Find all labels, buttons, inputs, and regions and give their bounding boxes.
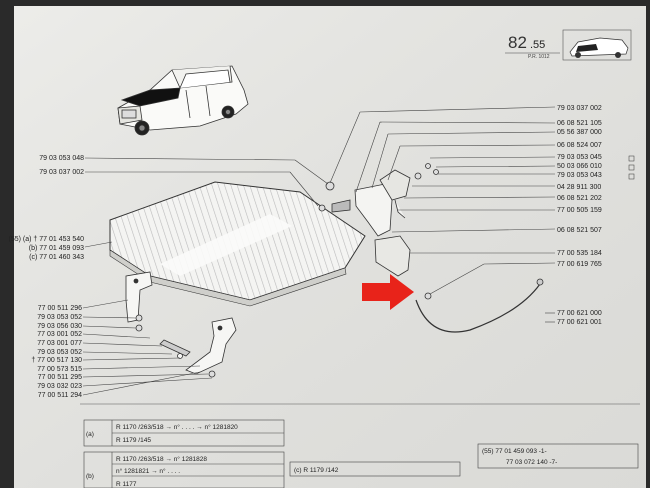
left-part-numbers: 79 03 053 048 79 03 037 002 (55) (a) † 7… [9,155,85,399]
part-number: 79 03 053 052 [37,349,82,356]
car-illustration [117,65,249,136]
page-number: 82 [508,33,527,52]
part-number: 77 00 511 294 [38,392,82,399]
part-number: 77 00 511 295 [38,374,82,381]
page-sub: .55 [530,39,545,51]
part-number: 79 03 056 030 [37,323,82,330]
part-number: 79 03 032 023 [37,383,82,390]
part-number: 77 00 505 159 [557,207,602,214]
highlight-arrow-icon [362,274,414,310]
part-number: 06 08 521 202 [557,195,602,202]
table-cell: R 1179 /145 [116,437,151,444]
part-number: 06 08 521 507 [557,227,602,234]
part-number: 77 00 573 515 [37,366,82,373]
variant-table: (a) R 1170 /263/518 → n° . . . . → n° 12… [80,403,640,488]
part-number: 77 03 001 077 [37,340,82,347]
part-number: 79 03 037 002 [39,169,84,176]
part-number: 77 00 535 184 [557,250,602,257]
part-number: 77 00 511 296 [38,305,82,312]
part-number: † 77 00 517 130 [31,357,82,364]
page-ref: P.R. 1012 [528,54,550,60]
table-cell: (55) 77 01 459 093 -1- [482,448,547,455]
table-cell: (c) R 1179 /142 [294,467,339,474]
table-cell: R 1177 [116,481,137,488]
part-number: 77 00 621 001 [557,319,602,326]
table-cell: 77 03 072 140 -7- [506,459,557,466]
part-number: 06 08 521 105 [557,120,602,127]
part-number: (b) 77 01 459 093 [29,245,84,252]
part-number: 79 03 037 002 [557,105,602,112]
part-number: 79 03 053 048 [39,155,84,162]
leader-lines [82,106,556,396]
part-number: 79 03 053 052 [37,314,82,321]
part-number: 05 56 387 000 [557,129,602,136]
part-number: 77 03 001 052 [37,331,82,338]
part-number: 77 00 619 765 [557,261,602,268]
table-tag: (b) [86,473,94,480]
latch-assembly [318,163,544,333]
part-number: (55) (a) † 77 01 453 540 [9,236,85,243]
table-cell: n° 1281821 → n° . . . . [116,467,180,475]
table-tag: (a) [86,431,94,438]
part-number: 79 03 053 043 [557,172,602,179]
part-number: 04 28 911 300 [557,184,601,191]
part-number: 77 00 621 000 [557,310,602,317]
hinge-bracket-left [125,271,237,378]
table-cell: R 1170 /263/518 → n° 1281828 [116,455,207,463]
part-number: 79 03 053 045 [557,154,602,161]
car-thumbnail-icon [562,29,632,61]
right-part-numbers: 79 03 037 002 06 08 521 105 05 56 387 00… [557,105,635,326]
part-number: (c) 77 01 460 343 [29,254,84,261]
part-number: 06 08 524 007 [557,142,602,149]
part-number: 50 03 066 010 [557,163,602,170]
bonnet-panel [109,181,366,307]
table-cell: R 1170 /263/518 → n° . . . . → n° 128182… [116,423,238,431]
